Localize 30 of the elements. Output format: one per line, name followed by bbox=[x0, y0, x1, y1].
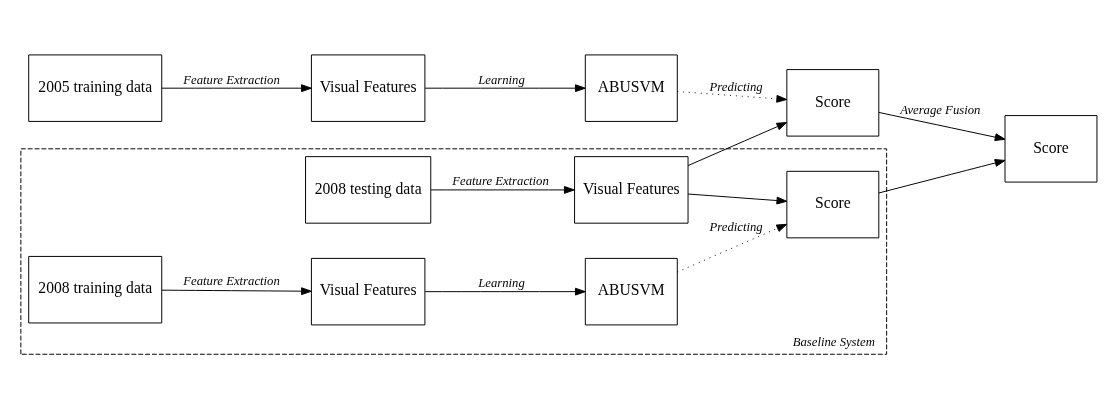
edge-label: Feature Extraction bbox=[452, 173, 549, 188]
node-box: Visual Features bbox=[310, 53, 426, 122]
node-box: Visual Features bbox=[310, 257, 426, 325]
node-box: Score bbox=[786, 170, 880, 238]
node-box: Score bbox=[786, 68, 880, 137]
edge-label: Feature Extraction bbox=[183, 72, 280, 87]
edge-label: Predicting bbox=[709, 219, 763, 234]
node-box: Score bbox=[1004, 114, 1098, 183]
edge-label: Learning bbox=[478, 72, 525, 87]
arrow bbox=[161, 83, 312, 92]
arrow bbox=[424, 83, 586, 92]
arrow bbox=[676, 90, 788, 103]
arrow bbox=[424, 287, 586, 296]
edge-label: Predicting bbox=[709, 79, 763, 94]
node-box: ABUSVM bbox=[584, 257, 678, 325]
arrow bbox=[687, 193, 788, 204]
arrow bbox=[430, 185, 575, 194]
node-box: ABUSVM bbox=[584, 53, 678, 122]
edge-label: Learning bbox=[478, 275, 525, 290]
arrow bbox=[687, 121, 788, 166]
edge-label: Feature Extraction bbox=[183, 273, 280, 288]
arrow bbox=[676, 223, 788, 272]
node-box: Visual Features bbox=[574, 155, 689, 224]
edge-label: Average Fusion bbox=[900, 102, 981, 117]
arrow bbox=[878, 111, 1006, 141]
node-box: 2005 training data bbox=[28, 53, 163, 122]
arrow bbox=[878, 158, 1006, 193]
node-box: 2008 testing data bbox=[305, 155, 432, 224]
arrow bbox=[161, 286, 312, 295]
node-box: 2008 training data bbox=[28, 255, 163, 323]
